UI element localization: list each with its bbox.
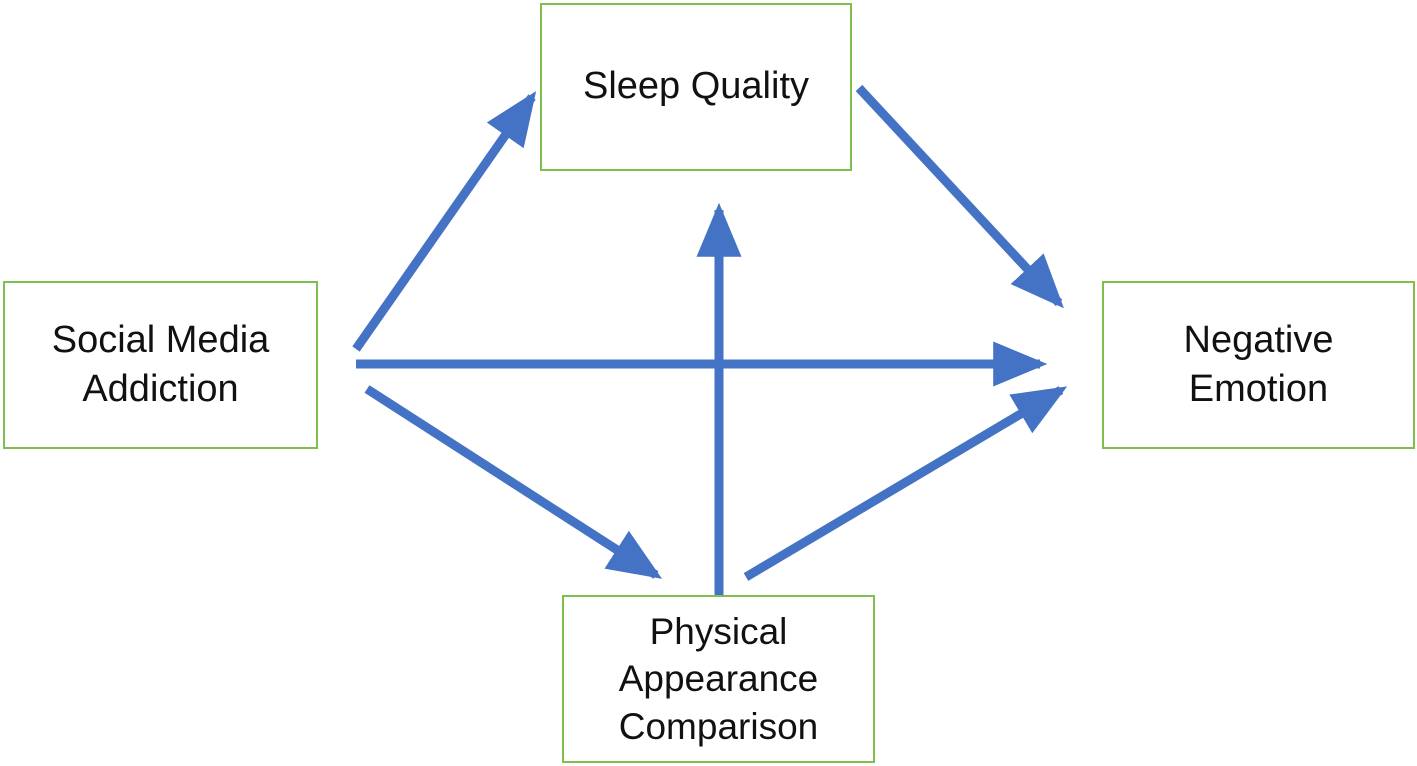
arrow-social-media-to-sleep-quality	[352, 91, 537, 352]
node-label-negative-emotion: Negative Emotion	[1183, 318, 1334, 410]
arrow-appearance-comparison-to-negative-emotion	[743, 386, 1068, 581]
arrow-social-media-to-appearance-comparison	[364, 385, 663, 579]
node-social-media-addiction: Social Media Addiction	[3, 281, 318, 449]
node-label-sleep-quality: Sleep Quality	[582, 65, 809, 108]
node-negative-emotion: Negative Emotion	[1102, 281, 1415, 449]
node-label-social-media-addiction: Social Media Addiction	[51, 318, 270, 410]
node-sleep-quality: Sleep Quality	[540, 3, 852, 171]
arrow-sleep-quality-to-negative-emotion	[855, 84, 1064, 309]
node-physical-appearance-comparison: Physical Appearance Comparison	[562, 595, 875, 763]
node-label-physical-appearance-comparison: Physical Appearance Comparison	[618, 610, 819, 747]
